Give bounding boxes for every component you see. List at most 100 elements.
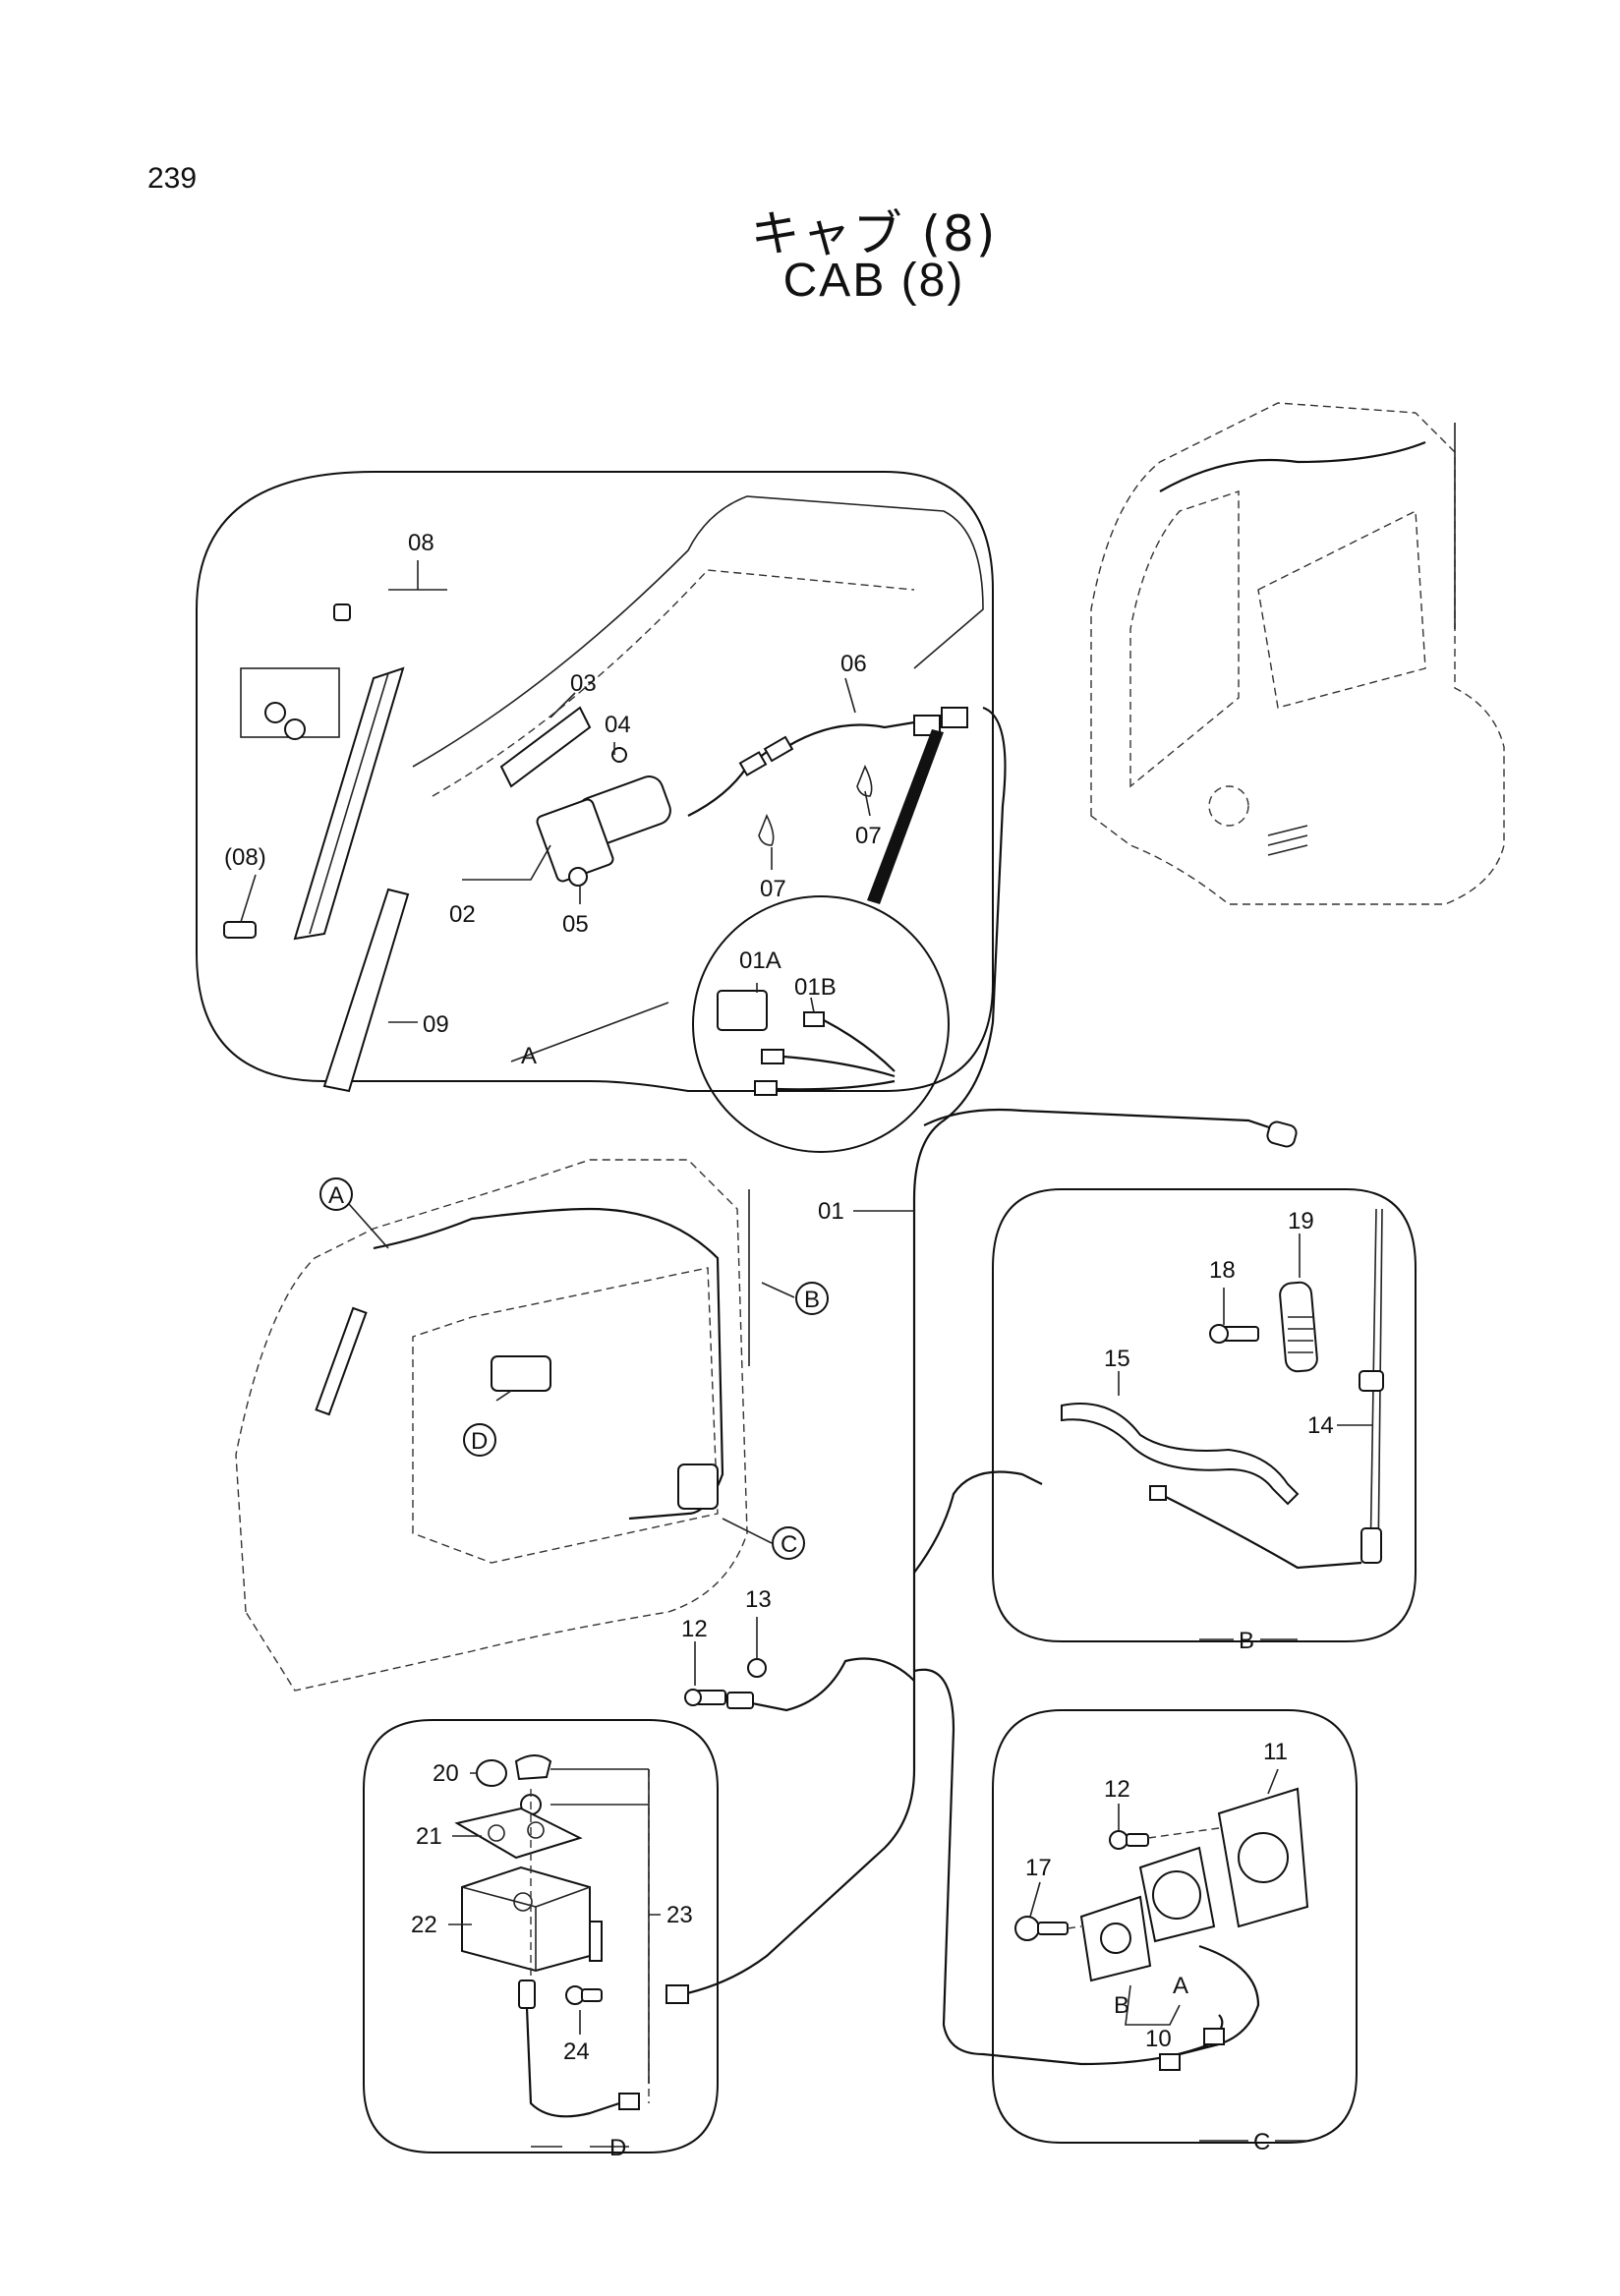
leader-12-13 [694, 1617, 758, 1686]
cab-frame-switch [491, 1355, 551, 1392]
switch-wire [525, 2007, 620, 2118]
callout-a-circle [319, 1177, 353, 1211]
clamp-07a [758, 814, 775, 846]
bolt-05 [568, 867, 588, 887]
detail-d-leaders [448, 1768, 661, 2148]
label-detail-b: B [1239, 1628, 1254, 1654]
label-09: 09 [423, 1011, 449, 1038]
callout-a: A [328, 1182, 344, 1209]
label-07-left: 07 [760, 876, 786, 902]
label-a-inner: A [1173, 1973, 1188, 1999]
cab-frame-outline [235, 1159, 748, 1692]
detail-c-leaders [1029, 1768, 1307, 2142]
cab-frame-speaker [677, 1464, 719, 1510]
clip-13 [726, 1692, 754, 1709]
inset-pointer [867, 729, 944, 904]
terminal-01b-3 [754, 1080, 778, 1096]
label-22: 22 [411, 1912, 437, 1938]
excavator-cab-overview [1090, 402, 1505, 905]
clamp-07b [856, 765, 873, 797]
callout-b: B [804, 1287, 820, 1313]
label-01: 01 [818, 1198, 844, 1225]
bolt-18-head [1209, 1324, 1229, 1344]
label-19: 19 [1288, 1208, 1314, 1234]
label-07-right: 07 [855, 823, 882, 849]
speaker-wire [1179, 1944, 1260, 2056]
washer-a [264, 702, 286, 723]
cab-overview-grille [1267, 825, 1308, 856]
switch-box-22-top [461, 1886, 591, 1971]
switch-box-22 [461, 1866, 591, 1973]
connector-01a [717, 990, 768, 1031]
screw-17 [1014, 1916, 1040, 1941]
speaker-box-hole [1238, 1832, 1289, 1883]
screw-12b-shaft [1126, 1833, 1149, 1847]
cab-frame-leaders [348, 1203, 795, 1544]
label-02: 02 [449, 901, 476, 928]
terminal-01b-2 [761, 1049, 784, 1064]
leaders-a [240, 560, 871, 1062]
label-12-left: 12 [681, 1616, 708, 1642]
antenna-clip [1359, 1370, 1384, 1392]
wiper-arm-rail [309, 672, 389, 935]
detail-a-wire [687, 720, 915, 817]
connector-a2 [763, 735, 794, 763]
label-15: 15 [1104, 1346, 1130, 1372]
wiper-blade [322, 888, 410, 1093]
detail-a-group [196, 471, 994, 1093]
plate-21-hole1 [488, 1824, 505, 1842]
label-detail-c: C [1253, 2129, 1270, 2155]
label-05: 05 [562, 911, 589, 938]
connector-inset-circle [692, 895, 950, 1153]
nut-08 [333, 603, 351, 621]
label-14: 14 [1307, 1412, 1334, 1439]
page-number: 239 [147, 162, 198, 195]
terminal-01b-1 [803, 1011, 825, 1027]
bolt-12-head [684, 1689, 702, 1706]
label-03: 03 [570, 670, 597, 697]
callout-c-circle [772, 1526, 805, 1560]
label-11: 11 [1263, 1739, 1288, 1765]
main-harness-01 [677, 706, 1007, 1997]
washer-13 [747, 1658, 767, 1678]
page-title-japanese: キャブ (8) [750, 205, 998, 262]
connector-a4 [941, 707, 968, 728]
callout-d: D [471, 1428, 488, 1455]
label-23: 23 [666, 1902, 693, 1928]
detail-d-outline [363, 1719, 719, 2153]
switch-bracket [589, 1921, 603, 1962]
parts-12-13 [684, 1617, 767, 1709]
detail-d-group [363, 1719, 719, 2153]
label-13: 13 [745, 1586, 772, 1613]
cab-frame-view [235, 1159, 795, 1692]
cab-overview-window [1129, 490, 1240, 788]
bolt-08b [223, 921, 257, 939]
speaker-connector-2 [1159, 2053, 1181, 2071]
harness-end-right [1266, 1120, 1298, 1148]
plate-21-hole2 [527, 1821, 545, 1839]
knob-upper [514, 1754, 552, 1781]
motor-bracket-plate [499, 706, 592, 788]
label-detail-d: D [609, 2135, 626, 2161]
detail-a-cab-roof [412, 495, 984, 768]
antenna-connector [1149, 1485, 1167, 1501]
cab-overview-light [1208, 785, 1249, 827]
switch-connector [618, 2093, 640, 2110]
detail-c-group [992, 1709, 1358, 2144]
label-20: 20 [433, 1760, 459, 1787]
page-title-english: CAB (8) [782, 255, 965, 307]
speaker-plate-circle [1100, 1923, 1131, 1954]
cab-overview-window2 [1257, 509, 1426, 709]
label-12-right: 12 [1104, 1776, 1130, 1803]
label-10: 10 [1145, 2026, 1172, 2052]
label-21: 21 [416, 1823, 442, 1850]
speaker-connector-1 [1203, 2028, 1225, 2045]
label-01b: 01B [794, 974, 837, 1001]
label-b-inner: B [1114, 1992, 1129, 2019]
screw-12b [1109, 1830, 1128, 1850]
label-08-paren: (08) [224, 844, 266, 871]
callout-d-circle [463, 1423, 496, 1457]
cab-overview-wire [1159, 440, 1426, 492]
harness-end-d [665, 1984, 689, 2004]
